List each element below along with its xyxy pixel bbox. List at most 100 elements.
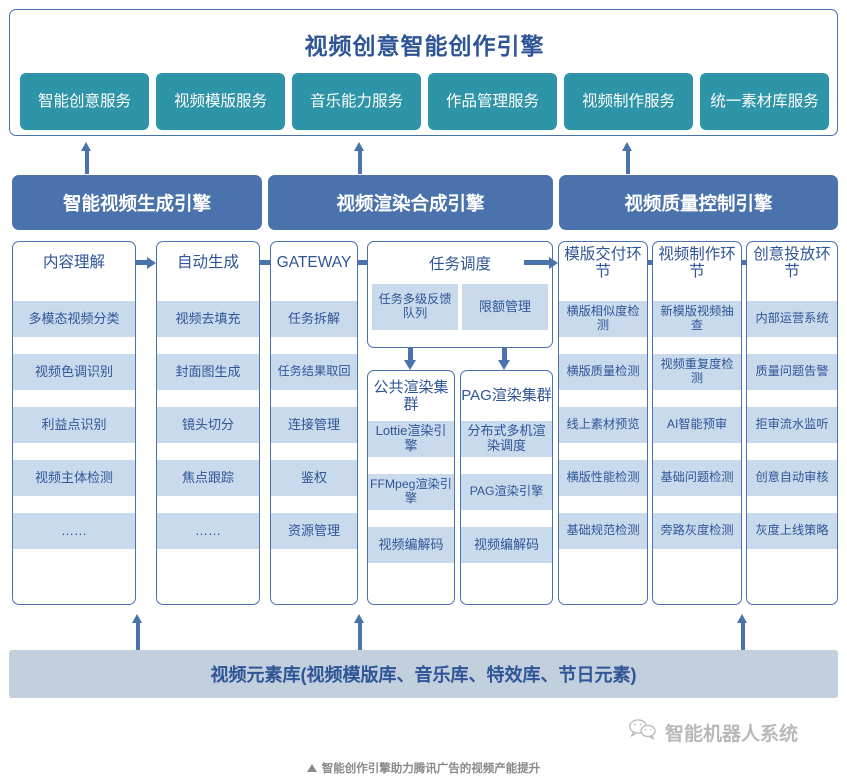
service-chip-music-capability[interactable]: 音乐能力服务	[292, 73, 421, 130]
item-cell[interactable]: 基础问题检测	[653, 460, 741, 496]
spacer	[559, 337, 647, 354]
column-auto-generation: 自动生成 视频去填充 封面图生成 镜头切分 焦点跟踪 ……	[156, 241, 260, 605]
column-video-production: 视频制作环节 新模版视频抽查 视频重复度检测 AI智能预审 基础问题检测 旁路灰…	[652, 241, 742, 605]
item-cell[interactable]: 内部运营系统	[747, 301, 837, 337]
spacer	[559, 496, 647, 513]
item-cell[interactable]: 横版性能检测	[559, 460, 647, 496]
spacer	[13, 284, 135, 301]
spacer	[157, 284, 259, 301]
item-cell[interactable]: 基础规范检测	[559, 513, 647, 549]
item-cell[interactable]: Lottie渲染引擎	[368, 421, 454, 457]
cluster-pag-render: PAG渲染集群 分布式多机渲染调度 PAG渲染引擎 视频编解码	[460, 370, 553, 605]
item-cell[interactable]: 视频编解码	[461, 527, 552, 563]
item-cell[interactable]: 分布式多机渲染调度	[461, 421, 552, 457]
task-scheduling-item-row: 任务多级反馈队列 限额管理	[368, 284, 552, 335]
page-title: 视频创意智能创作引擎	[304, 32, 545, 59]
platform-container: 视频创意智能创作引擎 智能创意服务 视频模版服务 音乐能力服务 作品管理服务 视…	[9, 9, 838, 136]
item-cell[interactable]: 资源管理	[271, 513, 357, 549]
engine-bar-video-quality-control[interactable]: 视频质量控制引擎	[559, 175, 838, 230]
item-cell[interactable]: 任务拆解	[271, 301, 357, 337]
spacer	[559, 390, 647, 407]
spacer	[461, 457, 552, 474]
item-cell[interactable]: 质量问题告警	[747, 354, 837, 390]
spacer	[368, 457, 454, 474]
cluster-public-render: 公共渲染集群 Lottie渲染引擎 FFMpeg渲染引擎 视频编解码	[367, 370, 455, 605]
column-header-content-understanding: 内容理解	[42, 254, 105, 272]
spacer	[653, 337, 741, 354]
spacer	[13, 390, 135, 407]
spacer	[271, 443, 357, 460]
arrow-right-icon-content-to-autogen	[136, 256, 156, 269]
arrow-up-icon-engine3-to-platform	[622, 142, 633, 174]
item-cell[interactable]: 限额管理	[462, 284, 548, 330]
item-cell[interactable]: 视频重复度检测	[653, 354, 741, 390]
spacer	[13, 496, 135, 513]
spacer	[157, 337, 259, 354]
item-cell[interactable]: 创意自动审核	[747, 460, 837, 496]
item-cell[interactable]: AI智能预审	[653, 407, 741, 443]
item-cell[interactable]: 视频主体检测	[13, 460, 135, 496]
spacer	[157, 390, 259, 407]
item-cell[interactable]: PAG渲染引擎	[461, 474, 552, 510]
item-cell[interactable]: 视频色调识别	[13, 354, 135, 390]
item-cell[interactable]: 连接管理	[271, 407, 357, 443]
arrow-up-icon-library-to-generation	[132, 614, 143, 650]
column-header-auto-generation: 自动生成	[176, 254, 239, 272]
item-cell[interactable]: 拒审流水监听	[747, 407, 837, 443]
item-cell[interactable]: 利益点识别	[13, 407, 135, 443]
arrow-right-icon-scheduling-to-template-delivery	[524, 256, 558, 269]
item-cell[interactable]: 焦点跟踪	[157, 460, 259, 496]
video-element-library-bar[interactable]: 视频元素库(视频模版库、音乐库、特效库、节日元素)	[9, 650, 838, 698]
triangle-marker-icon	[306, 764, 317, 772]
item-cell[interactable]: ……	[157, 513, 259, 549]
item-cell[interactable]: 旁路灰度检测	[653, 513, 741, 549]
item-cell[interactable]: 鉴权	[271, 460, 357, 496]
cluster-header-pag-render: PAG渲染集群	[461, 387, 552, 405]
column-creative-delivery: 创意投放环节 内部运营系统 质量问题告警 拒审流水监听 创意自动审核 灰度上线策…	[746, 241, 838, 605]
item-cell[interactable]: 镜头切分	[157, 407, 259, 443]
item-cell[interactable]: 视频编解码	[368, 527, 454, 563]
spacer	[559, 284, 647, 301]
service-chip-video-template[interactable]: 视频模版服务	[156, 73, 285, 130]
item-cell[interactable]: 视频去填充	[157, 301, 259, 337]
arrow-down-icon-sched-to-pag-cluster	[498, 348, 511, 370]
spacer	[271, 284, 357, 301]
spacer	[653, 496, 741, 513]
item-cell[interactable]: 封面图生成	[157, 354, 259, 390]
spacer	[653, 443, 741, 460]
cluster-header-public-render: 公共渲染集群	[373, 378, 449, 413]
column-header-task-scheduling: 任务调度	[428, 256, 491, 273]
item-cell[interactable]: 横版质量检测	[559, 354, 647, 390]
service-chip-video-production[interactable]: 视频制作服务	[564, 73, 693, 130]
column-header-gateway: GATEWAY	[276, 254, 352, 272]
item-cell[interactable]: ……	[13, 513, 135, 549]
spacer	[559, 443, 647, 460]
engine-bar-video-render-composition[interactable]: 视频渲染合成引擎	[268, 175, 553, 230]
item-cell[interactable]: 灰度上线策略	[747, 513, 837, 549]
item-cell[interactable]: 新模版视频抽查	[653, 301, 741, 337]
spacer	[747, 337, 837, 354]
column-template-delivery: 模版交付环节 横版相似度检测 横版质量检测 线上素材预览 横版性能检测 基础规范…	[558, 241, 648, 605]
item-cell[interactable]: FFMpeg渲染引擎	[368, 474, 454, 510]
item-cell[interactable]: 线上素材预览	[559, 407, 647, 443]
spacer	[747, 390, 837, 407]
spacer	[271, 337, 357, 354]
arrow-up-icon-library-to-render	[354, 614, 365, 650]
wechat-bubble-icon	[628, 717, 658, 747]
service-chip-row: 智能创意服务 视频模版服务 音乐能力服务 作品管理服务 视频制作服务 统一素材库…	[20, 73, 829, 130]
service-chip-intelligent-creative[interactable]: 智能创意服务	[20, 73, 149, 130]
item-cell[interactable]: 任务多级反馈队列	[372, 284, 458, 330]
service-chip-unified-asset-library[interactable]: 统一素材库服务	[700, 73, 829, 130]
spacer	[747, 443, 837, 460]
service-chip-work-management[interactable]: 作品管理服务	[428, 73, 557, 130]
spacer	[157, 443, 259, 460]
engine-bar-intelligent-video-generation[interactable]: 智能视频生成引擎	[12, 175, 262, 230]
watermark-label: 智能机器人系统	[665, 723, 799, 745]
arrow-down-icon-sched-to-public-cluster	[404, 348, 417, 370]
item-cell[interactable]: 横版相似度检测	[559, 301, 647, 337]
item-cell[interactable]: 任务结果取回	[271, 354, 357, 390]
arrow-up-icon-engine2-to-platform	[354, 142, 365, 174]
watermark: 智能机器人系统	[628, 716, 838, 748]
item-cell[interactable]: 多模态视频分类	[13, 301, 135, 337]
